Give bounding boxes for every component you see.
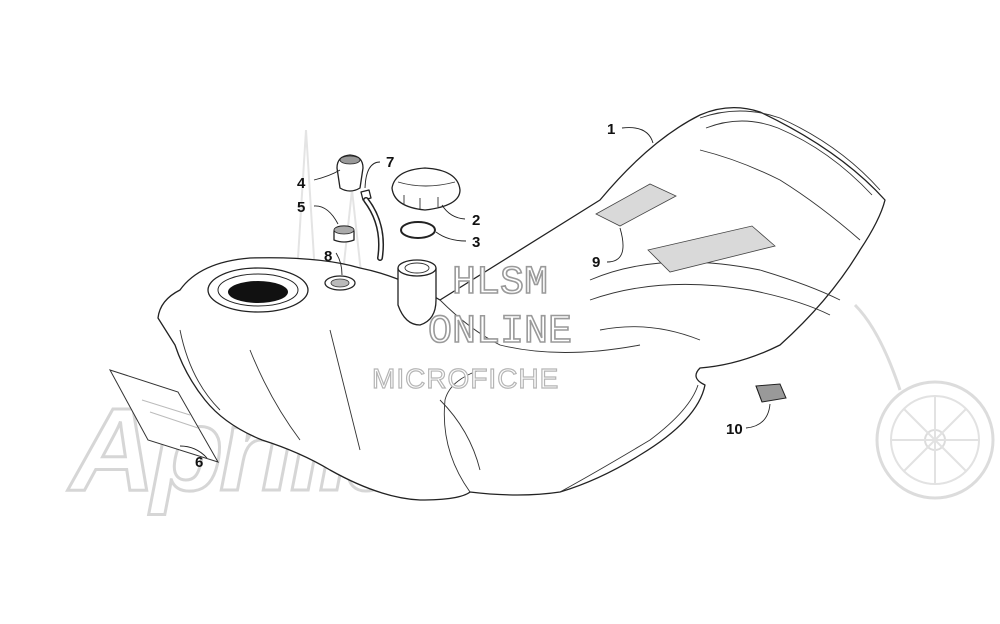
callout-3: 3 [472, 234, 480, 251]
watermark-line-3: MICROFICHE [372, 363, 559, 394]
watermark: HLSM ONLINE MICROFICHE [371, 260, 572, 394]
leader-lines [179, 127, 771, 459]
o-ring [400, 221, 436, 239]
tank-cap [391, 167, 461, 211]
watermark-line-2: ONLINE [428, 310, 572, 355]
callout-7: 7 [386, 154, 394, 171]
side-sticker [108, 369, 220, 463]
callout-2: 2 [472, 212, 480, 229]
callout-9: 9 [592, 254, 600, 271]
callout-4: 4 [297, 175, 306, 192]
callout-8: 8 [324, 248, 332, 265]
hose-clip [360, 189, 372, 201]
grommet [333, 225, 355, 243]
fuel-valve [336, 154, 364, 192]
callout-6: 6 [195, 454, 203, 471]
fuel-tank [157, 107, 886, 501]
callout-numbers: 1 2 3 4 5 6 7 8 9 10 [195, 121, 743, 471]
callout-10: 10 [726, 421, 743, 438]
callout-1: 1 [607, 121, 615, 138]
rubber-pad [755, 383, 787, 403]
callout-5: 5 [297, 199, 305, 216]
watermark-line-1: HLSM [452, 261, 548, 306]
